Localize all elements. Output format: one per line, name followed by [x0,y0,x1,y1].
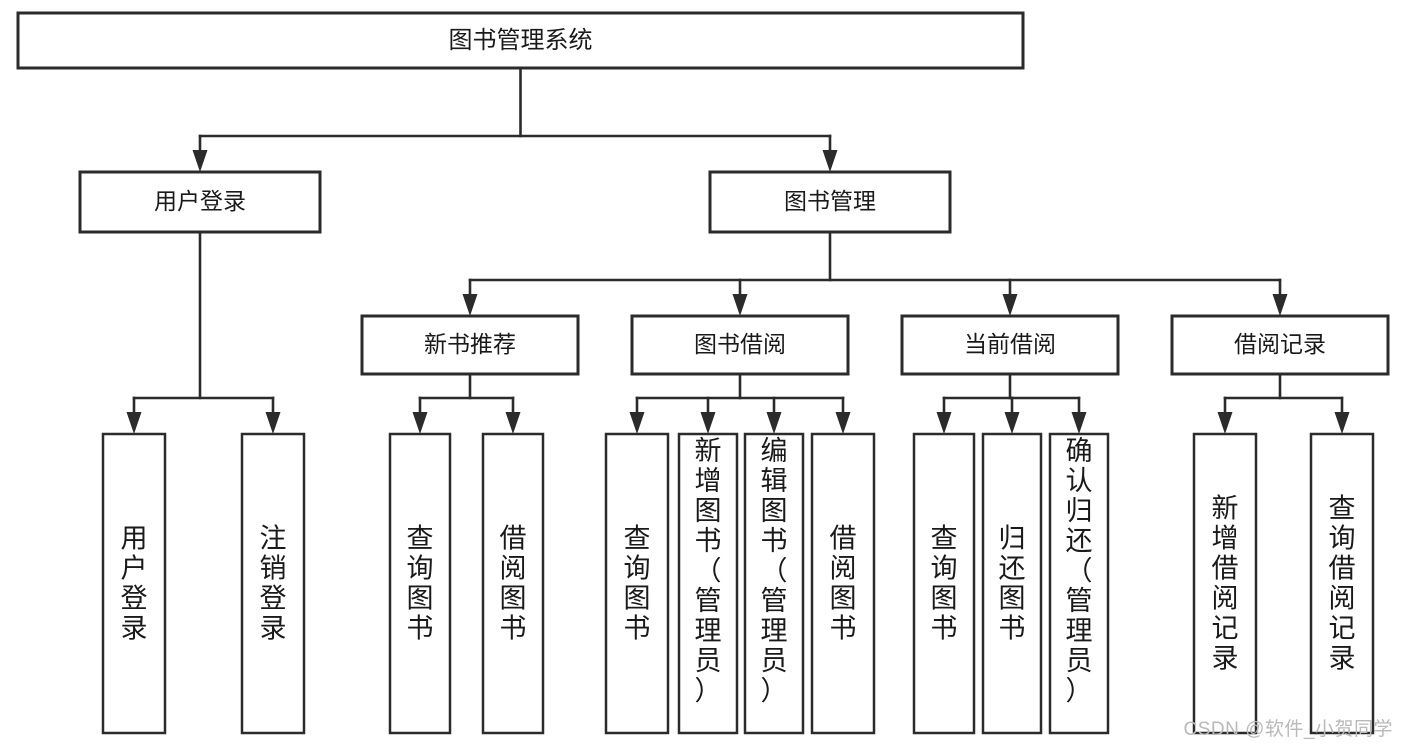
node-level3-n_new_rec[interactable]: 新书推荐 [360,314,580,376]
arrow-head [936,412,952,434]
node-leaf-l11[interactable]: 确认归还（管理员） [1048,432,1110,735]
node-box [604,432,670,735]
node-label-vertical: 查询图书 [624,524,651,644]
node-label-vertical: 借阅图书 [500,524,527,644]
node-leaf-l10[interactable]: 归还图书 [981,432,1043,735]
node-leaf-l3[interactable]: 查询图书 [388,432,452,735]
node-leaf-l13[interactable]: 查询借阅记录 [1309,432,1375,735]
node-box [1048,432,1110,735]
node-box [677,432,739,735]
node-box [240,432,306,735]
arrow-head [1272,294,1288,316]
node-label-vertical: 新增借阅记录 [1212,494,1239,674]
arrow-head [505,412,521,434]
node-box [708,170,952,234]
arrow-head [412,412,428,434]
node-box [1309,432,1375,735]
node-level2-n_user_login[interactable]: 用户登录 [78,170,322,234]
node-label-vertical: 借阅图书 [830,524,857,644]
node-box [1192,432,1258,735]
node-box [981,432,1043,735]
arrow-head [766,412,782,434]
node-leaf-l12[interactable]: 新增借阅记录 [1192,432,1258,735]
node-box [16,11,1025,70]
arrow-head [1334,412,1350,434]
node-box [360,314,580,376]
node-leaf-l4[interactable]: 借阅图书 [481,432,545,735]
node-box [78,170,322,234]
edge-layer [126,66,1350,434]
arrow-head [265,412,281,434]
node-label-vertical: 编辑图书（管理员） [761,436,788,706]
arrow-head [126,412,142,434]
node-label: 新书推荐 [424,331,516,357]
arrow-head [629,412,645,434]
node-box [1170,314,1390,376]
node-label-vertical: 注销登录 [260,524,287,644]
node-level3-n_borrow[interactable]: 图书借阅 [630,314,850,376]
node-label: 用户登录 [154,188,246,214]
node-label: 当前借阅 [964,331,1056,357]
arrow-head [1002,294,1018,316]
arrow-head [1004,412,1020,434]
arrow-head [835,412,851,434]
arrow-head [1217,412,1233,434]
node-label: 借阅记录 [1234,331,1326,357]
node-box [630,314,850,376]
node-label-vertical: 查询图书 [931,524,958,644]
node-box [912,432,976,735]
node-box [101,432,167,735]
node-level2-n_book_mgmt[interactable]: 图书管理 [708,170,952,234]
arrow-head [192,150,208,172]
node-label-vertical: 新增图书（管理员） [695,436,722,706]
arrow-head [462,294,478,316]
node-label: 图书管理 [784,188,876,214]
node-label-vertical: 查询借阅记录 [1329,494,1356,674]
node-level3-n_current[interactable]: 当前借阅 [900,314,1120,376]
arrow-head [700,412,716,434]
node-leaf-l1[interactable]: 用户登录 [101,432,167,735]
node-box [900,314,1120,376]
node-box [810,432,876,735]
node-label-vertical: 查询图书 [407,524,434,644]
arrow-head [1071,412,1087,434]
node-leaf-l5[interactable]: 查询图书 [604,432,670,735]
node-label-vertical: 确认归还（管理员） [1066,436,1093,706]
node-level3-n_record[interactable]: 借阅记录 [1170,314,1390,376]
arrow-head [732,294,748,316]
node-leaf-l7[interactable]: 编辑图书（管理员） [743,432,805,735]
node-leaf-l6[interactable]: 新增图书（管理员） [677,432,739,735]
node-leaf-l9[interactable]: 查询图书 [912,432,976,735]
node-box [388,432,452,735]
node-label: 图书管理系统 [449,27,593,54]
node-box [481,432,545,735]
node-label: 图书借阅 [694,331,786,357]
arrow-head [822,150,838,172]
node-box [743,432,805,735]
node-layer: 图书管理系统用户登录图书管理新书推荐图书借阅当前借阅借阅记录用户登录注销登录查询… [16,11,1390,735]
node-leaf-l8[interactable]: 借阅图书 [810,432,876,735]
node-leaf-l2[interactable]: 注销登录 [240,432,306,735]
node-label-vertical: 用户登录 [121,524,148,644]
node-label-vertical: 归还图书 [999,524,1026,644]
node-root-system[interactable]: 图书管理系统 [16,11,1025,70]
